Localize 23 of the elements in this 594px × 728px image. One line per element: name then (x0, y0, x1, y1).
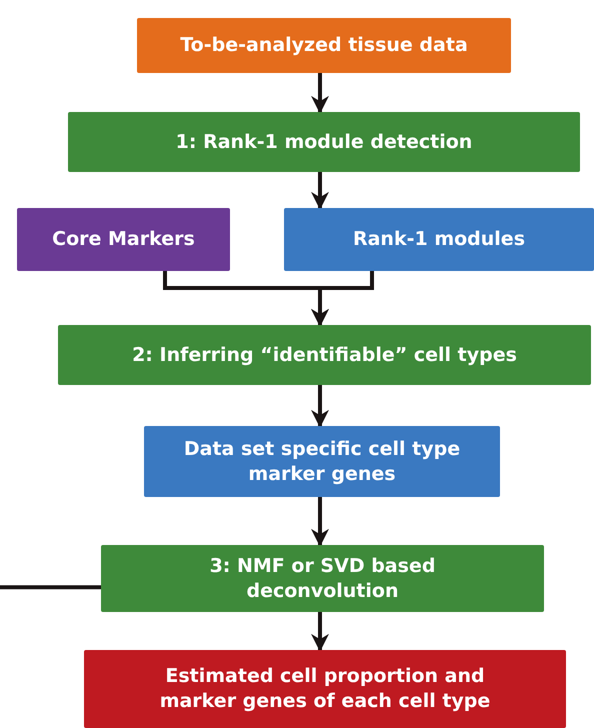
arrow (311, 271, 374, 327)
arrow (311, 612, 329, 652)
input-box (17, 208, 230, 271)
box-label: Estimated cell proportion and marker genes of each cell type (158, 664, 492, 714)
output-box (84, 650, 566, 728)
process-box (101, 545, 544, 612)
connector-line (0, 585, 101, 590)
box-label: Rank-1 modules (352, 227, 526, 252)
arrow (311, 385, 329, 428)
box-label: 3: NMF or SVD based deconvolution (208, 554, 436, 604)
box-label: To-be-analyzed tissue data (179, 33, 469, 58)
input-box (137, 18, 511, 73)
arrow (311, 172, 329, 210)
arrow (311, 73, 329, 114)
process-box (58, 325, 591, 385)
box-label: 2: Inferring “identifiable” cell types (131, 342, 518, 368)
arrow (311, 497, 329, 547)
box-label: Data set specific cell type marker genes (182, 436, 462, 486)
result-box (284, 208, 594, 271)
result-box (144, 426, 500, 497)
box-label: Core Markers (51, 227, 196, 252)
box-label: 1: Rank-1 module detection (174, 130, 474, 154)
process-box (68, 112, 580, 172)
